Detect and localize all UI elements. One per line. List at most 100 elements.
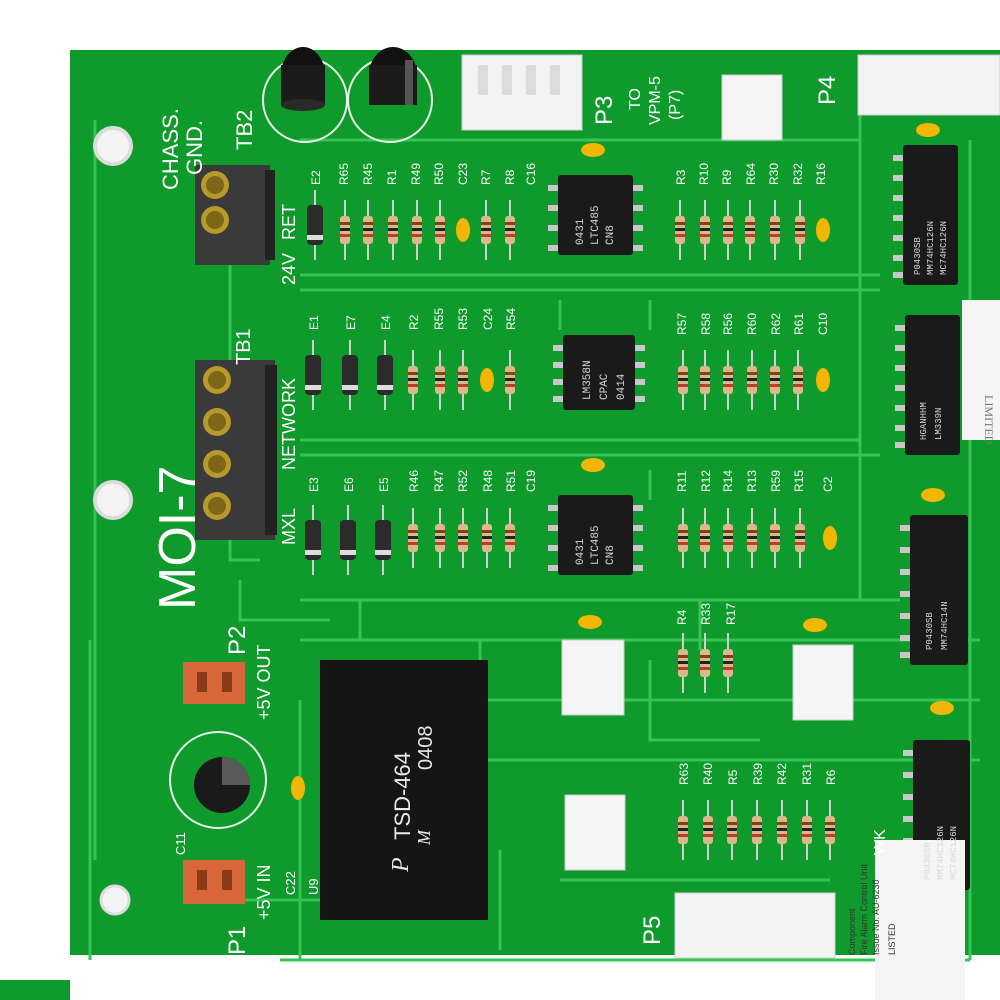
ref-label: R47 (432, 470, 446, 492)
ref-label: C16 (524, 163, 538, 185)
chip-u1 (548, 175, 643, 255)
p2-description: +5V OUT (254, 644, 274, 720)
ref-label: R17 (724, 603, 738, 625)
svg-text:Fire Alarm Control Unit: Fire Alarm Control Unit (859, 863, 869, 955)
chip-u14-marking: LM358N CPAC 0414 (582, 360, 628, 400)
ref-label: R53 (456, 308, 470, 330)
optocoupler-u4 (561, 639, 625, 716)
ref-label: R45 (361, 163, 375, 185)
ref-label: R5 (726, 769, 740, 785)
ref-label: R31 (800, 763, 814, 785)
svg-text:LM358N: LM358N (582, 360, 594, 400)
svg-text:0431: 0431 (575, 218, 587, 245)
24v-label: 24V (279, 253, 299, 285)
ref-label: R65 (337, 163, 351, 185)
chassis-label-1: CHASS. (158, 108, 183, 190)
board-title: MOI-7 (149, 466, 207, 610)
svg-text:LISTED: LISTED (887, 923, 897, 955)
mounting-hole-top (93, 126, 133, 166)
ref-label: R13 (745, 470, 759, 492)
p5-label: P5 (639, 916, 666, 945)
ref-label: R49 (409, 163, 423, 185)
transformer-u9 (320, 660, 488, 920)
ref-label: R32 (791, 163, 805, 185)
connector-p4 (857, 54, 1000, 116)
ref-label: R57 (675, 313, 689, 335)
ref-label: R62 (769, 313, 783, 335)
ref-label: R60 (745, 313, 759, 335)
tb2-label: TB2 (232, 110, 257, 150)
svg-text:LTC485: LTC485 (590, 205, 602, 245)
ref-label: E7 (344, 315, 358, 330)
p7-label: (P7) (667, 90, 684, 120)
ref-label: R11 (675, 471, 689, 492)
chip-u3-marking: P0430SB MM74HC14N (925, 601, 950, 650)
terminal-block-tb2 (195, 165, 275, 265)
ref-label: R3 (674, 169, 688, 185)
ref-label: C10 (816, 313, 830, 335)
chassis-label-2: GND. (182, 120, 207, 175)
ref-label: E2 (309, 170, 323, 185)
svg-text:CN8: CN8 (605, 225, 617, 245)
u9-label: U9 (306, 878, 321, 895)
ref-label: R48 (481, 470, 495, 492)
header-p1 (183, 860, 245, 904)
ref-label: R50 (432, 163, 446, 185)
svg-text:P0430SB: P0430SB (913, 237, 923, 275)
p3-label: P3 (591, 96, 618, 125)
chip-u3 (900, 515, 968, 665)
svg-text:P: P (388, 857, 414, 873)
ref-label: C19 (524, 470, 538, 492)
optocoupler-u6 (564, 794, 626, 871)
ref-label: R15 (792, 470, 806, 492)
ref-label: R58 (699, 313, 713, 335)
ref-label: R12 (699, 470, 713, 492)
ref-label: R30 (767, 163, 781, 185)
to-label: TO (627, 88, 644, 110)
ref-label: R55 (432, 308, 446, 330)
ref-label: E4 (379, 315, 393, 330)
capacitor-c9 (281, 47, 325, 111)
diodes (305, 190, 393, 575)
tb1-label: TB1 (233, 328, 255, 365)
c11-label: C11 (173, 832, 188, 855)
chip-u1-marking: 0431 LTC485 CN8 (575, 205, 617, 245)
capacitor-c1 (369, 47, 417, 105)
svg-text:Component: Component (847, 908, 857, 955)
label-sticker-ul (875, 840, 965, 1000)
svg-text:Issue No. AU-6230: Issue No. AU-6230 (871, 879, 881, 955)
ref-label: R4 (675, 609, 689, 625)
ref-label: C23 (456, 163, 470, 185)
ref-label: R10 (697, 163, 711, 185)
ref-label: R33 (699, 603, 713, 625)
chip-u12-marking: 0431 LTC485 CN8 (575, 525, 617, 565)
ref-label: R40 (701, 763, 715, 785)
svg-text:MC74HC126N: MC74HC126N (949, 826, 959, 880)
p4-label: P4 (814, 76, 841, 105)
svg-text:CPAC: CPAC (599, 373, 611, 400)
svg-text:0414: 0414 (616, 373, 628, 400)
ref-label: R61 (792, 313, 806, 335)
svg-text:M: M (414, 829, 434, 846)
svg-text:0408: 0408 (415, 726, 437, 771)
ref-label: R16 (814, 163, 828, 185)
ref-label: R9 (720, 169, 734, 185)
chip-u12 (548, 495, 643, 575)
ref-label: R2 (407, 314, 421, 330)
svg-text:MC74HC126N: MC74HC126N (939, 221, 949, 275)
ref-label: R1 (385, 169, 399, 185)
pcb-traces (88, 70, 980, 962)
ref-label: E3 (307, 477, 321, 492)
svg-text:MM74HC126N: MM74HC126N (936, 826, 946, 880)
svg-text:LM339N: LM339N (934, 408, 944, 440)
ref-label: E1 (307, 315, 321, 330)
ref-label: R14 (721, 470, 735, 492)
network-label: NETWORK (279, 378, 299, 470)
ref-label: E5 (377, 477, 391, 492)
capacitor-c11 (194, 757, 250, 813)
svg-text:MM74HC14N: MM74HC14N (940, 601, 950, 650)
ref-label: R6 (824, 769, 838, 785)
vpm-label: VPM-5 (647, 76, 664, 125)
ref-label: R54 (504, 308, 518, 330)
